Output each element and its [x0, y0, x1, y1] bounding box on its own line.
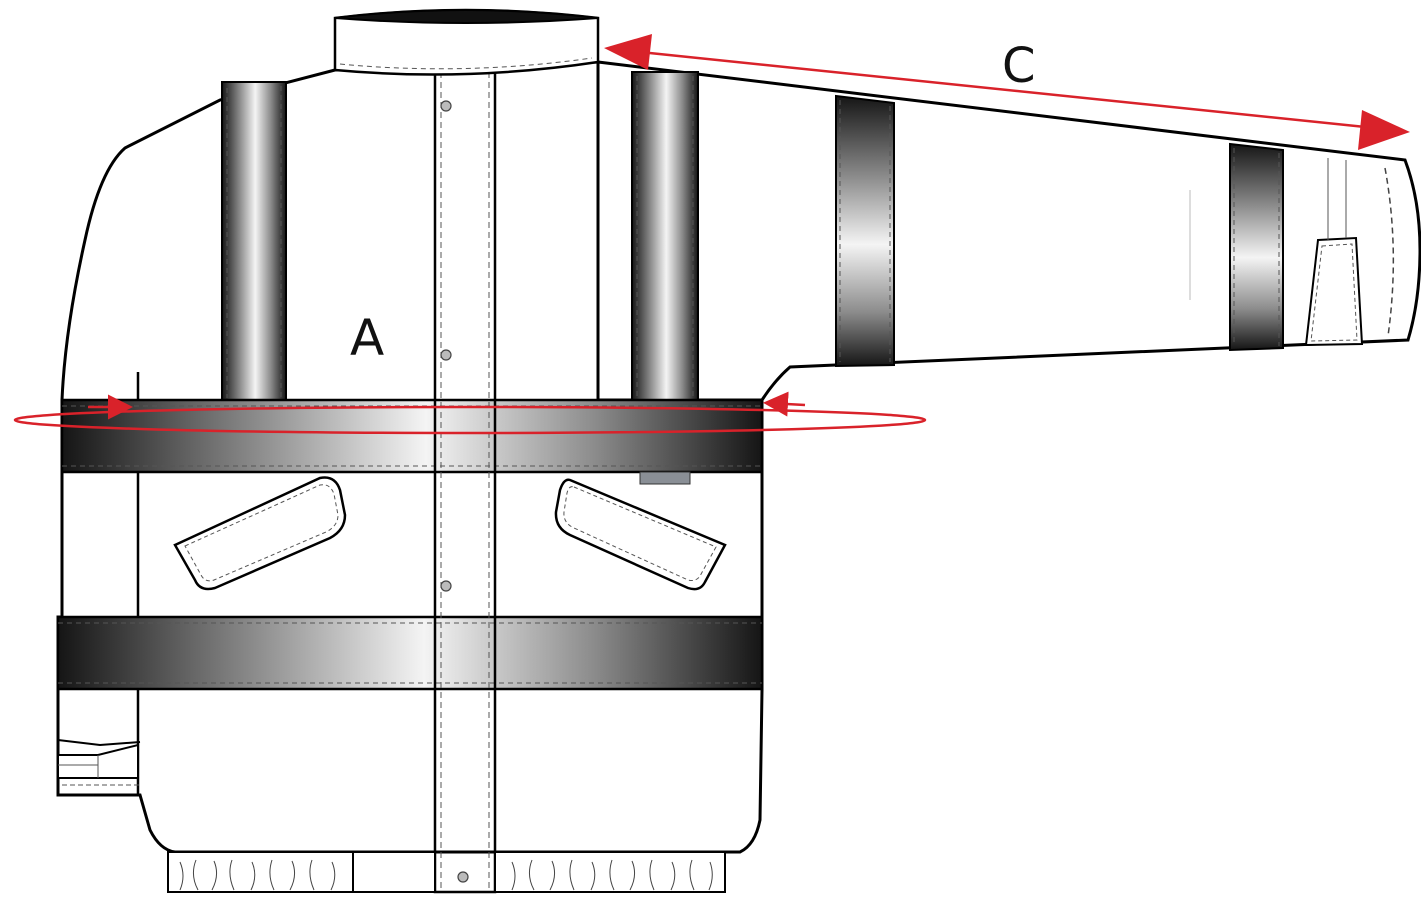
front-stripe-right [631, 71, 699, 401]
sleeve-measure-line [639, 50, 1376, 130]
chest-stripe [60, 398, 764, 474]
snap-button [440, 580, 452, 592]
snap-button [440, 100, 452, 112]
sleeve-stripe-cuff [1229, 142, 1284, 352]
chest-measurement [13, 391, 927, 435]
sleeve-cuff-seam [1384, 167, 1395, 337]
sleeve-outline [596, 60, 1421, 402]
front-stripe-left [221, 81, 287, 401]
right-sleeve [596, 60, 1421, 402]
hem-rib [167, 851, 726, 893]
collar-top [334, 9, 599, 24]
radio-tab [639, 471, 691, 485]
pocket-flap-left [173, 476, 347, 591]
jacket-body [56, 8, 764, 894]
hem-stripe [56, 615, 764, 691]
sleeve-stripe-upper [835, 94, 895, 368]
chest-arrow-right [763, 391, 806, 417]
pocket-flap-right [554, 478, 727, 591]
snap-button [457, 871, 469, 883]
sleeve-arrow-left [604, 34, 652, 70]
sleeve-arrow-right [1358, 110, 1410, 150]
sleeve-measurement [604, 34, 1410, 150]
label-c: C [1002, 38, 1036, 94]
chest-measure-ellipse [13, 405, 927, 435]
label-a: A [350, 309, 384, 367]
snap-button [440, 349, 452, 361]
